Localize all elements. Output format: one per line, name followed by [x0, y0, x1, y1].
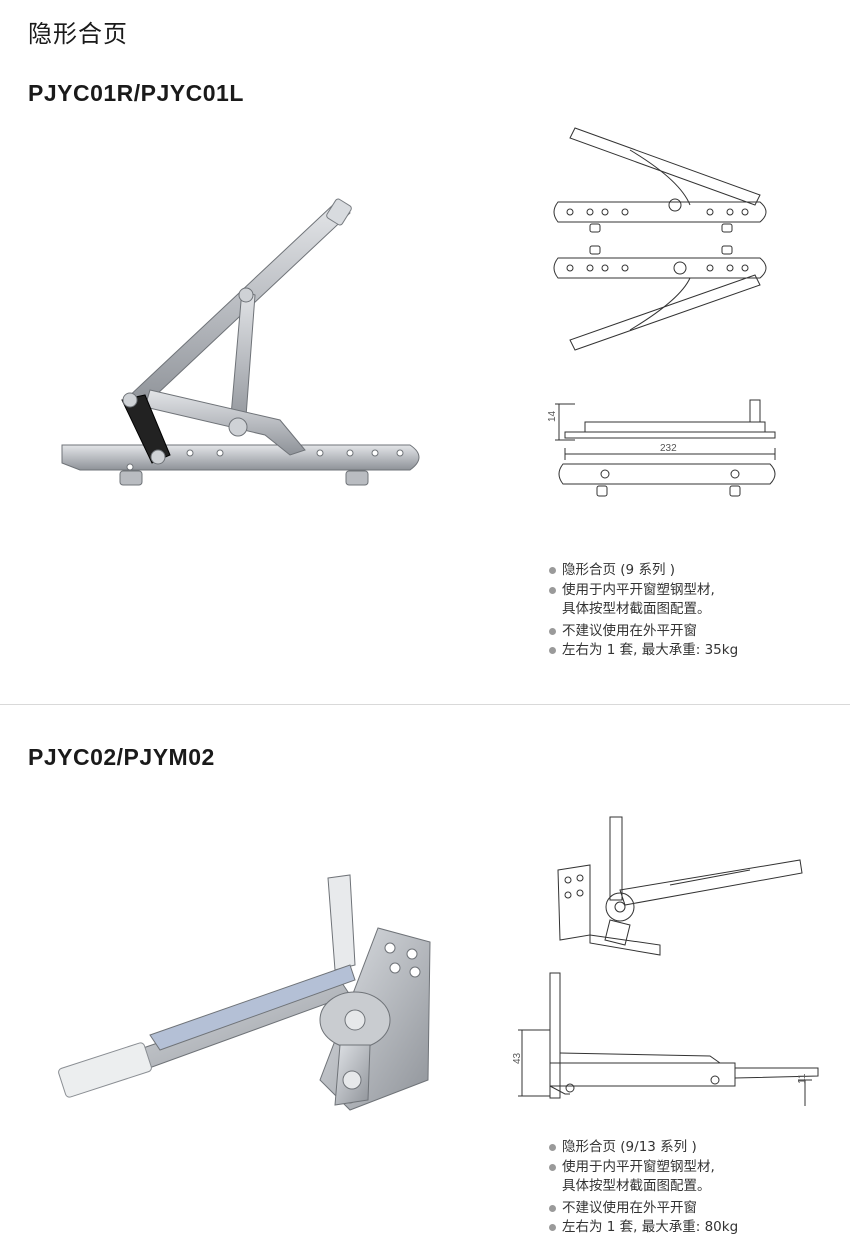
feature-item: 不建议使用在外平开窗	[548, 622, 738, 642]
product-2-perspective-drawing	[557, 816, 803, 956]
product-2-model: PJYC02/PJYM02	[28, 744, 215, 770]
section-divider	[0, 704, 850, 705]
feature-item: 隐形合页 (9/13 系列 )	[548, 1138, 738, 1158]
bullet-dot-icon	[549, 1144, 556, 1151]
product-2-dim-offset: 11	[797, 1073, 808, 1084]
bullet-dot-icon	[549, 1224, 556, 1231]
feature-item: 具体按型材截面图配置。	[562, 601, 711, 617]
bullet-dot-icon	[549, 1204, 556, 1212]
product-1-top-view-drawing	[553, 127, 767, 233]
product-2-side-view-drawing: 43 11	[512, 972, 819, 1106]
feature-item: 不建议使用在外平开窗	[548, 1199, 738, 1219]
bullet-dot-icon	[549, 1163, 556, 1171]
product-1-model: PJYC01R/PJYC01L	[28, 80, 244, 106]
feature-item: 左右为 1 套, 最大承重: 35kg	[548, 641, 738, 661]
feature-item: 使用于内平开窗塑钢型材,	[548, 581, 738, 601]
product-2-dim-height: 43	[512, 1052, 523, 1064]
bullet-dot-icon	[549, 627, 556, 635]
product-1-features: 隐形合页 (9 系列 ) 使用于内平开窗塑钢型材, 具体按型材截面图配置。 不建…	[548, 561, 738, 661]
product-2-features: 隐形合页 (9/13 系列 ) 使用于内平开窗塑钢型材, 具体按型材截面图配置。…	[548, 1138, 738, 1238]
product-1-dim-height: 14	[547, 410, 558, 422]
feature-item: 具体按型材截面图配置。	[562, 1178, 711, 1194]
product-2-photo	[58, 874, 431, 1111]
feature-item: 使用于内平开窗塑钢型材,	[548, 1158, 738, 1178]
page-title: 隐形合页	[28, 20, 128, 48]
feature-item: 隐形合页 (9 系列 )	[548, 561, 738, 581]
feature-item: 左右为 1 套, 最大承重: 80kg	[548, 1218, 738, 1238]
bullet-dot-icon	[549, 647, 556, 654]
product-1-bottom-view-drawing	[553, 245, 767, 351]
bullet-dot-icon	[549, 586, 556, 594]
product-1-dim-length: 232	[660, 443, 677, 454]
bullet-dot-icon	[549, 567, 556, 574]
product-1-photo	[61, 198, 420, 486]
product-1-side-view-drawing: 14 232	[547, 399, 776, 497]
